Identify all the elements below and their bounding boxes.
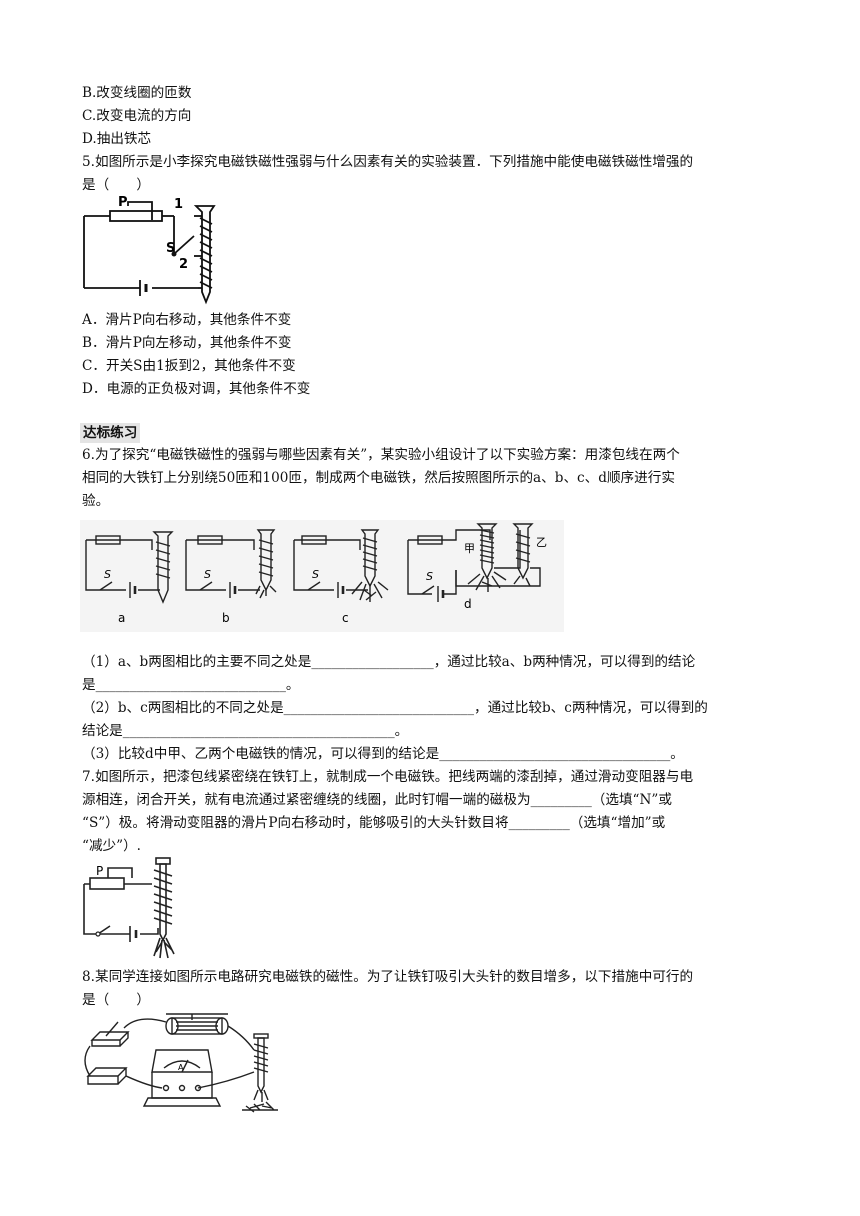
q5-label-s: S: [166, 241, 175, 256]
q6-stem-line2: 相同的大铁钉上分别绕50匝和100匝，制成两个电磁铁，然后按照图所示的a、b、c…: [82, 470, 675, 486]
q5-option-d: D．电源的正负极对调，其他条件不变: [82, 381, 311, 397]
q6-label-c: c: [342, 611, 349, 625]
q4-option-b: B.改变线圈的匝数: [82, 85, 192, 101]
q6-sub1-line2: 是____________________________。: [82, 677, 300, 693]
q7-stem-line1: 7.如图所示，把漆包线紧密绕在铁钉上，就制成一个电磁铁。把线两端的漆刮掉，通过滑…: [82, 769, 694, 785]
q6-experiment-figure: S S S S 甲 乙 a b c d: [80, 520, 564, 632]
q6-sub3: （3）比较d中甲、乙两个电磁铁的情况，可以得到的结论是_____________…: [82, 746, 684, 762]
q6-label-b: b: [222, 611, 230, 625]
q6-label-d: d: [464, 597, 472, 611]
q5-label-p: P: [118, 196, 128, 210]
q5-stem-line2: 是（ ）: [82, 177, 150, 193]
q6-sub2-line1: （2）b、c两图相比的不同之处是________________________…: [82, 700, 708, 716]
q5-label-2: 2: [179, 257, 188, 272]
q6-label-jia: 甲: [464, 542, 475, 555]
q7-stem-line4: “减少”）.: [82, 838, 142, 854]
q6-label-yi: 乙: [536, 536, 547, 549]
q6-stem-line1: 6.为了探究“电磁铁磁性的强弱与哪些因素有关”，某实验小组设计了以下实验方案：用…: [82, 447, 680, 463]
q7-circuit-figure: P: [83, 857, 175, 959]
q8-meter-label: A: [178, 1063, 184, 1072]
q7-stem-line3: “S”）极。将滑动变阻器的滑片P向右移动时，能够吸引的大头针数目将_______…: [82, 815, 666, 831]
q8-stem-line1: 8.某同学连接如图所示电路研究电磁铁的磁性。为了让铁钉吸引大头针的数目增多，以下…: [82, 969, 694, 985]
q6-stem-line3: 验。: [82, 493, 110, 509]
q4-option-c: C.改变电流的方向: [82, 108, 192, 124]
q5-label-1: 1: [174, 197, 183, 212]
q7-label-p: P: [96, 864, 103, 878]
q8-stem-line2: 是（ ）: [82, 992, 150, 1008]
q8-apparatus-figure: A: [84, 1013, 278, 1113]
q5-switch-pivot: [171, 251, 177, 257]
q6-label-s-d: S: [426, 570, 433, 583]
q6-label-s-a: S: [104, 568, 111, 581]
q6-label-a: a: [118, 611, 125, 625]
q7-stem-line2: 源相连，闭合开关，就有电流通过紧密缠绕的线圈，此时钉帽一端的磁极为_______…: [82, 792, 672, 808]
q5-option-a: A．滑片P向右移动，其他条件不变: [82, 312, 292, 328]
q5-circuit-figure: P 1 S 2: [83, 196, 216, 305]
q6-label-s-c: S: [312, 568, 319, 581]
q6-sub2-line2: 结论是_____________________________________…: [82, 723, 409, 739]
q6-label-s-b: S: [204, 568, 211, 581]
q4-option-d: D.抽出铁芯: [82, 131, 152, 147]
q6-sub1-line1: （1）a、b两图相比的主要不同之处是__________________，通过比…: [82, 654, 696, 670]
q5-option-c: C．开关S由1扳到2，其他条件不变: [82, 358, 296, 374]
q5-option-b: B．滑片P向左移动，其他条件不变: [82, 335, 292, 351]
section-title: 达标练习: [80, 423, 141, 443]
q5-stem-line1: 5.如图所示是小李探究电磁铁磁性强弱与什么因素有关的实验装置．下列措施中能使电磁…: [82, 154, 694, 170]
